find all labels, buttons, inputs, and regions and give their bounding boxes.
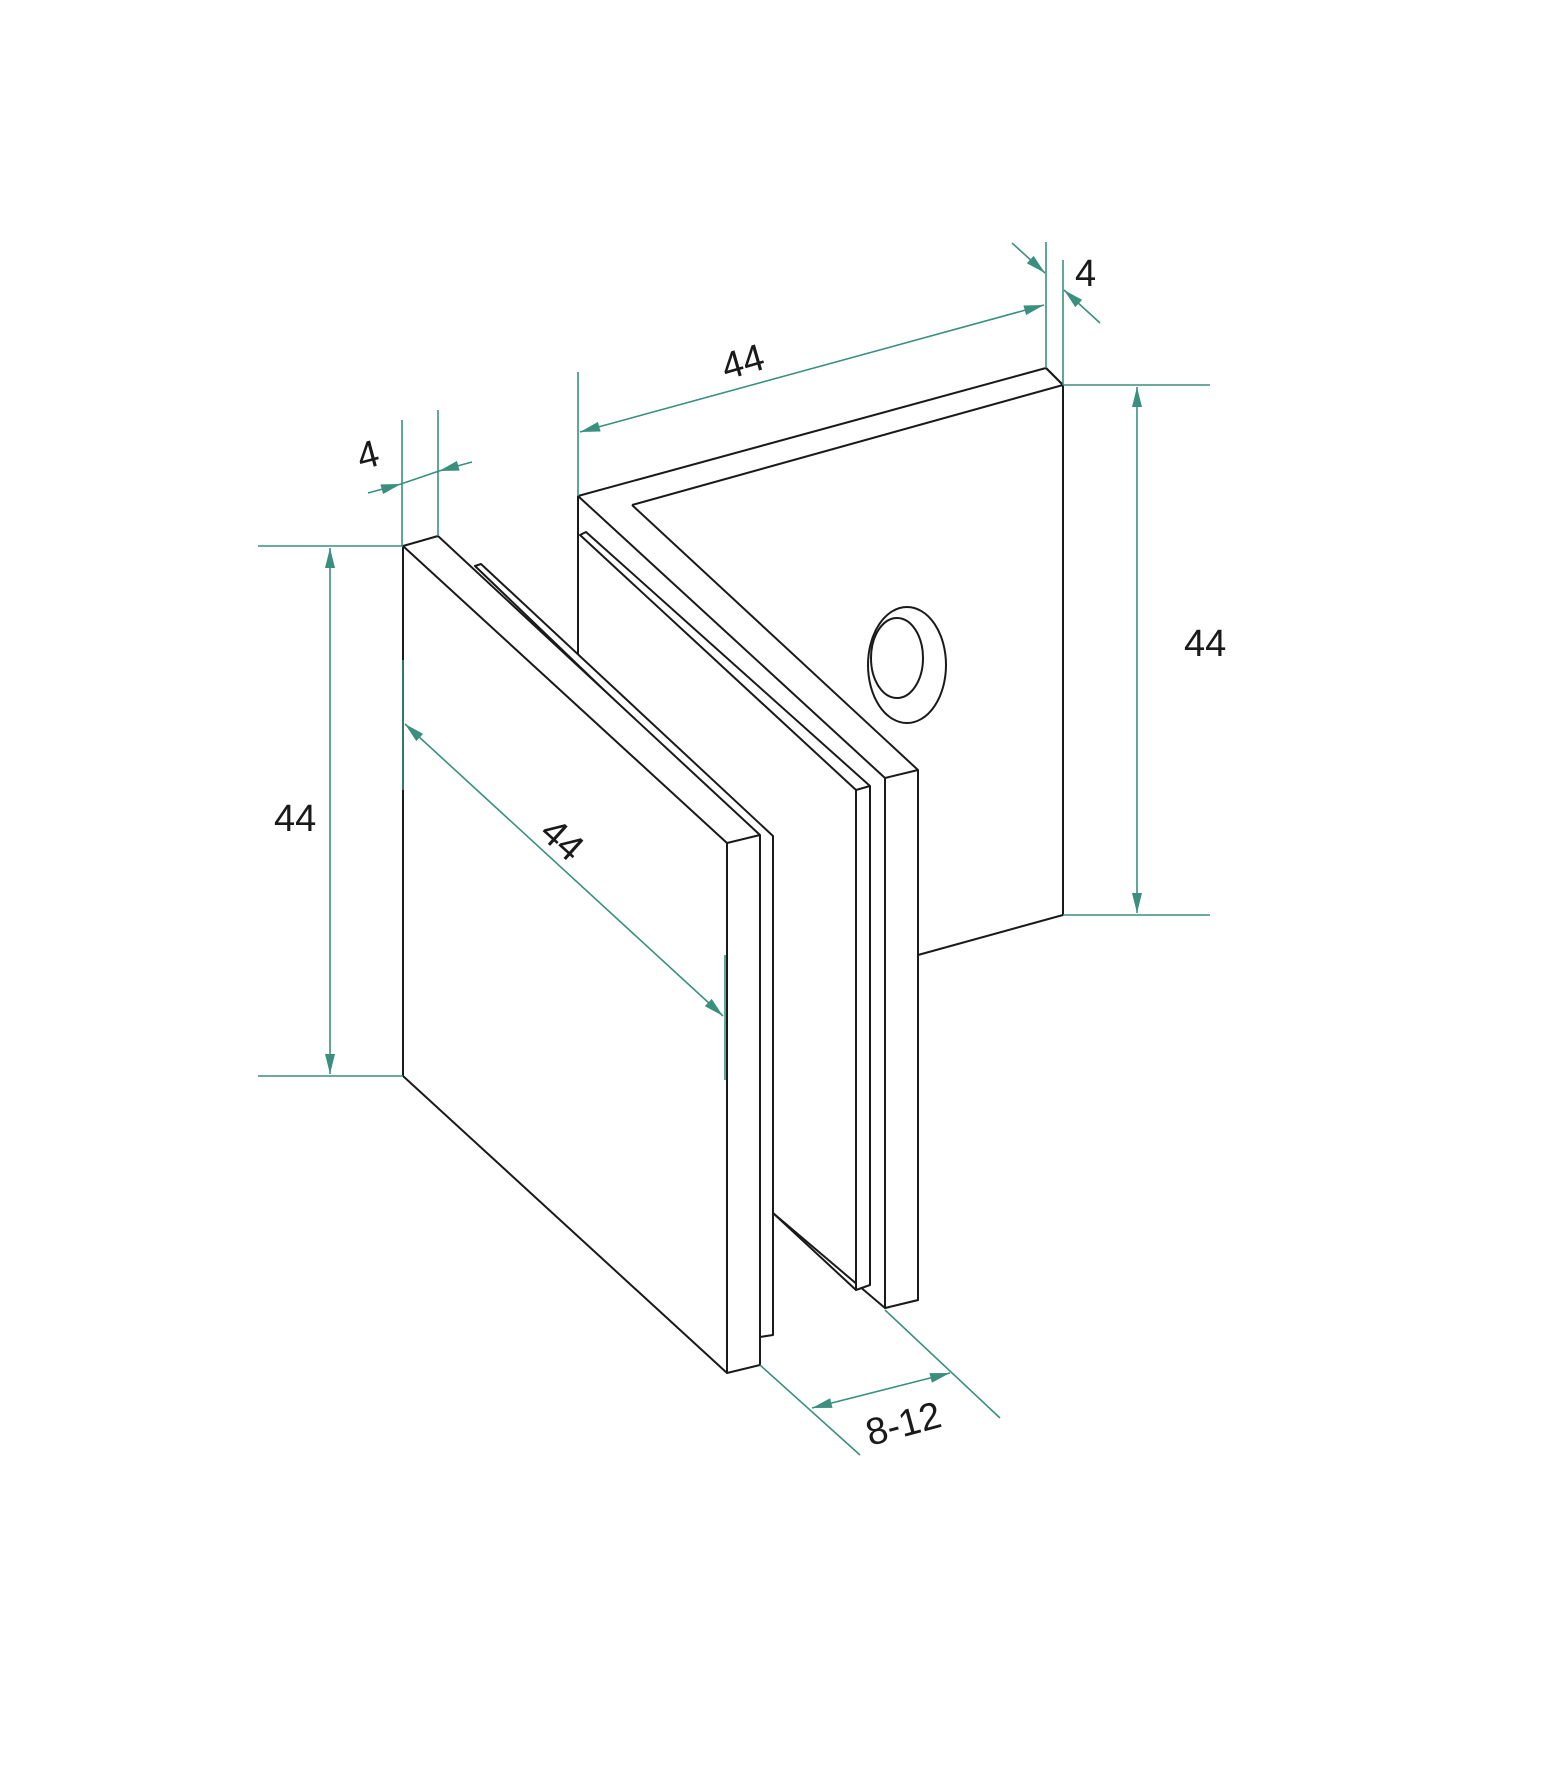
glass-gap-label: 8-12 (861, 1394, 945, 1454)
left-height-label: 44 (274, 798, 316, 840)
top-thickness-label: 4 (1075, 253, 1096, 295)
top-width-label: 44 (717, 337, 769, 389)
left-thickness-label: 4 (352, 433, 383, 479)
dimension-lines (258, 242, 1210, 1456)
right-height-label: 44 (1184, 623, 1226, 665)
